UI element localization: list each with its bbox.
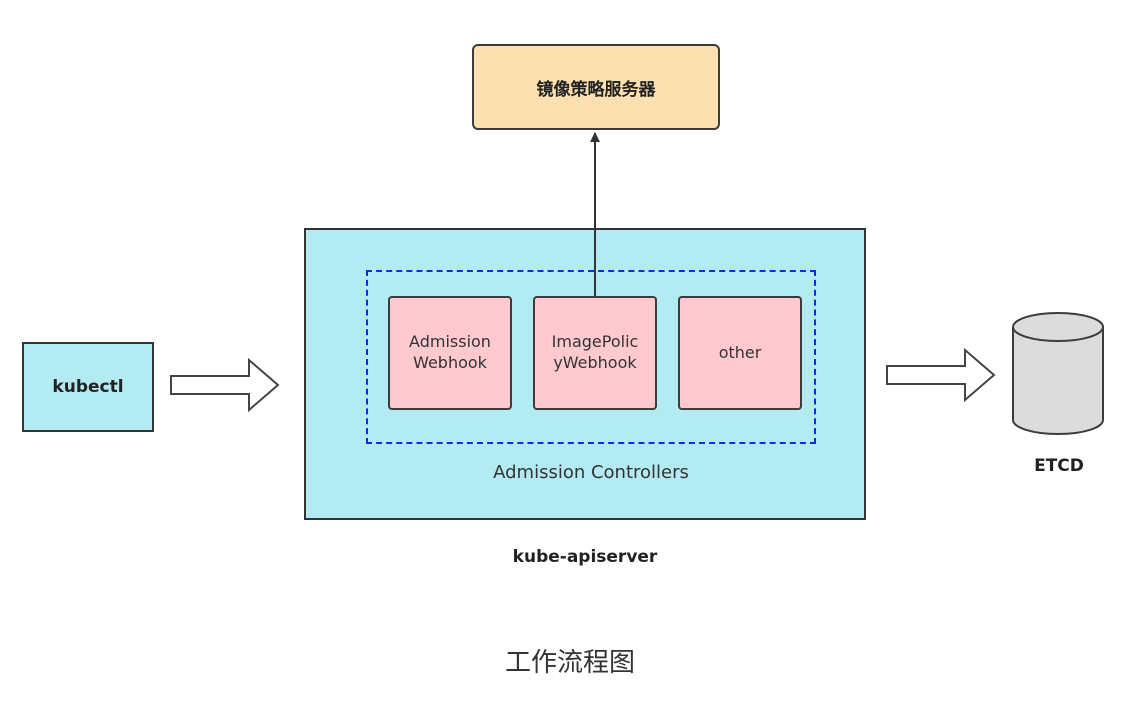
image-policy-webhook-node: ImagePolic yWebhook bbox=[533, 296, 657, 410]
kubectl-node: kubectl bbox=[22, 342, 154, 432]
admission-webhook-label: Admission Webhook bbox=[409, 332, 491, 372]
admission-controllers-label: Admission Controllers bbox=[493, 462, 689, 483]
admission-webhook-node: Admission Webhook bbox=[388, 296, 512, 410]
other-plugin-node: other bbox=[678, 296, 802, 410]
kubectl-label: kubectl bbox=[52, 377, 124, 397]
other-plugin-label: other bbox=[718, 342, 762, 362]
kube-apiserver-label: kube-apiserver bbox=[512, 547, 658, 567]
etcd-label: ETCD bbox=[1034, 456, 1084, 476]
diagram-caption: 工作流程图 bbox=[504, 648, 635, 678]
image-policy-server-node: 镜像策略服务器 bbox=[472, 44, 720, 130]
admission-controllers-group bbox=[366, 270, 816, 444]
etcd-cylinder-icon bbox=[1012, 312, 1104, 435]
kubectl-to-apiserver-arrow bbox=[170, 357, 280, 413]
image-policy-server-label: 镜像策略服务器 bbox=[536, 79, 656, 100]
apiserver-to-etcd-arrow bbox=[886, 347, 996, 403]
image-policy-webhook-label: ImagePolic yWebhook bbox=[551, 332, 639, 372]
